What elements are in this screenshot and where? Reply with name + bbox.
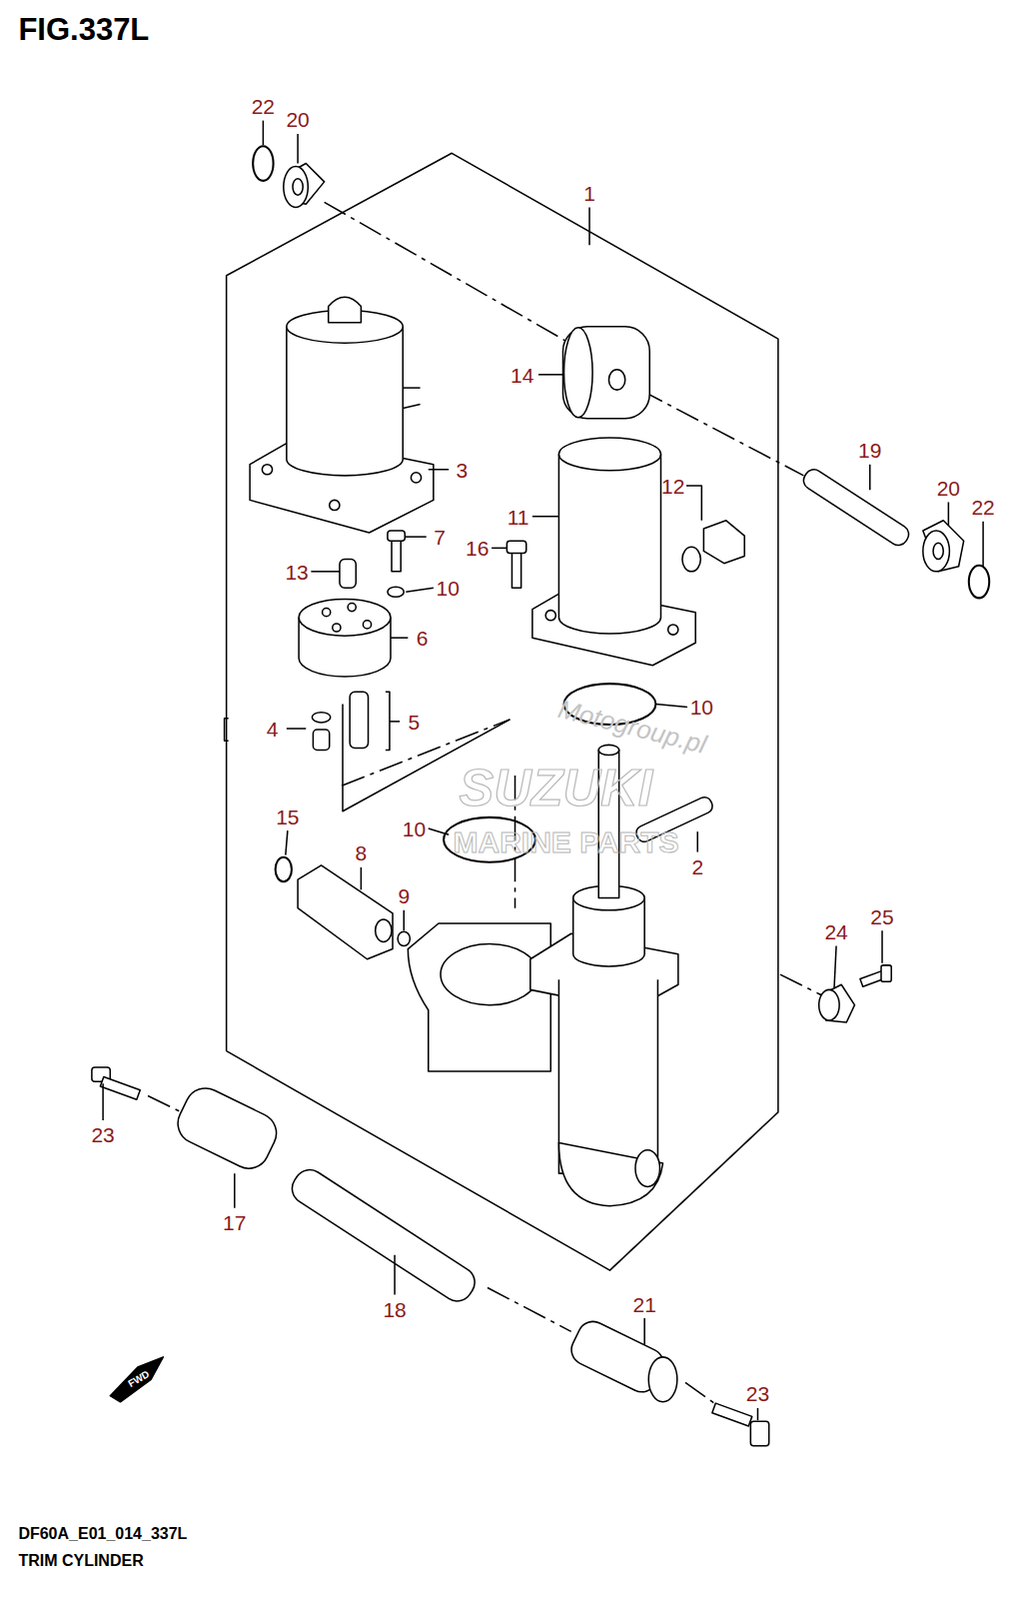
callout-number: 10 — [402, 817, 426, 839]
figure-caption: TRIM CYLINDER — [17, 1552, 143, 1569]
callout-number: 1 — [583, 181, 596, 203]
callout-number: 22 — [251, 95, 275, 117]
callout-number: 18 — [382, 1297, 406, 1319]
callout-number: 25 — [870, 905, 894, 927]
callout-number: 17 — [222, 1210, 246, 1232]
figure-code: DF60A_E01_014_337L — [17, 1525, 187, 1542]
callout-number: 20 — [285, 108, 309, 130]
callout-number: 14 — [510, 363, 534, 385]
watermark: MARINE PARTS — [453, 827, 680, 858]
callout-number: 8 — [355, 842, 368, 864]
callout-number: 5 — [408, 710, 421, 732]
callout-number: 20 — [937, 476, 961, 498]
callout-number: 16 — [465, 537, 489, 559]
callout-number: 15 — [275, 805, 299, 827]
callout-number: 12 — [661, 474, 685, 496]
callout-number: 2 — [691, 855, 704, 877]
callout-number: 21 — [632, 1292, 656, 1314]
callout-number: 7 — [433, 525, 446, 547]
callout-number: 13 — [284, 560, 308, 582]
callout-number: 9 — [397, 885, 410, 907]
callout-number: 22 — [971, 496, 995, 518]
callout-number: 24 — [824, 921, 848, 943]
callout-number: 10 — [435, 577, 459, 599]
callout-number: 23 — [746, 1382, 770, 1404]
watermark: SUZUKI — [459, 761, 654, 814]
callout-number: 6 — [416, 627, 429, 649]
callout-number: 4 — [266, 717, 279, 739]
callout-number: 23 — [90, 1123, 114, 1145]
callout-number: 11 — [507, 505, 530, 527]
watermark: Motogroup.pl — [555, 695, 710, 758]
callout-number: 19 — [858, 439, 882, 461]
callout-number: 10 — [690, 696, 714, 718]
figure-title: FIG.337L — [17, 13, 149, 45]
callout-number: 3 — [456, 458, 469, 480]
